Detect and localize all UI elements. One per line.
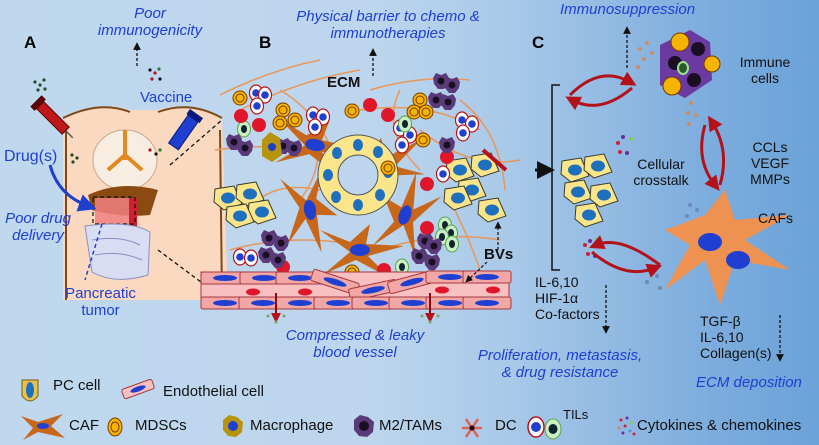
ecm-deposition-outcome: ECM deposition [696,374,802,391]
immune-cell-cluster [660,30,721,98]
factor-item: CCLs [752,139,788,155]
drug-label: Drug(s) [4,148,58,165]
immune-cytokines [636,41,698,126]
factor-item: MMPs [750,171,790,188]
vaccine-label: Vaccine [140,89,193,106]
drug-syringe-icon [30,95,74,139]
legend-label-dc: DC [495,417,517,434]
immune-label-line: Immune [739,54,791,70]
blood-vessel [200,268,512,324]
panel-b-tumor-microenvironment [200,48,521,324]
tumor-factors-list: IL-6,10 HIF-1α Co-factors [535,274,600,322]
crosstalk-label-line: Cellular [637,156,685,172]
compressed-vessel-outcome: Compressed & leaky blood vessel [275,327,435,362]
mdsc-icon [107,417,123,437]
panel-a-label: A [24,33,37,52]
m2-tam-icon [354,415,374,437]
tumor-label-line: tumor [81,302,120,320]
pc-cell-icon [21,379,39,402]
caf-cluster [665,190,790,305]
outcome-line: & drug resistance [501,364,619,382]
legend-label-cytokines: Cytokines & chemokines [637,417,802,434]
factor-item: HIF-1α [535,290,579,307]
panel-c-label: C [532,33,545,52]
legend-label-macrophage: Macrophage [250,417,334,434]
legend-label-pc-cell: PC cell [53,377,101,394]
til-icon [527,416,562,440]
outcome-line: delivery [12,227,64,245]
factor-item: IL-6,10 [700,329,744,346]
factor-item: TGF-β [700,313,741,329]
tumor-label-line: Pancreatic [65,285,136,302]
factor-item: Co-factors [535,306,600,323]
drug-particles-icon [33,78,79,164]
ecm-label: ECM [327,74,361,91]
factor-item: IL-6,10 [535,274,579,290]
endothelial-cell-icon [121,378,155,400]
legend-label-m2-tams: M2/TAMs [379,417,443,434]
vaccine-particles-icon [148,67,162,156]
outcome-line: Physical barrier to chemo & [296,8,480,25]
caf-factors-list: TGF-β IL-6,10 Collagen(s) [700,313,772,361]
poor-immunogenicity-outcome: Poor immunogenicity [95,5,205,40]
panel-c-crosstalk [535,26,790,362]
legend-label-mdscs: MDSCs [135,417,187,434]
factor-item: Collagen(s) [700,345,772,362]
immune-label-line: cells [750,70,779,87]
poor-drug-delivery-outcome: Poor drug delivery [0,210,76,245]
cafs-label: CAFs [758,210,793,226]
proliferation-outcome: Proliferation, metastasis, & drug resist… [470,347,650,382]
physical-barrier-outcome: Physical barrier to chemo & immunotherap… [283,8,493,43]
caf-icon [21,414,65,440]
legend-icons [21,378,636,440]
vaccine-syringe-icon [167,109,204,151]
macrophage-icon [223,415,243,437]
outcome-line: Compressed & leaky [285,327,425,344]
legend-label-tils: TILs [563,407,589,422]
crosstalk-arrows [565,71,726,278]
outcome-line: Poor drug [5,210,71,227]
immune-cells-label: Immune cells [737,54,793,86]
cytokine-icon [617,416,636,436]
legend-label-caf: CAF [69,417,99,434]
cellular-crosstalk-label: Cellular crosstalk [627,156,695,188]
outcome-line: Proliferation, metastasis, [477,347,643,364]
outcome-line: immunotherapies [330,25,446,43]
crosstalk-label-line: crosstalk [633,172,689,189]
outcome-line: Poor [134,5,166,22]
panel-b-label: B [259,33,272,52]
pancreatic-tumor-label: Pancreatic tumor [48,285,153,320]
panel-a-body-illustration [30,42,228,301]
dc-icon [462,418,482,438]
legend-label-endothelial-cell: Endothelial cell [163,383,264,400]
outcome-line: blood vessel [313,344,397,362]
immunosuppression-outcome: Immunosuppression [560,1,696,18]
immune-factors-list: CCLs VEGF MMPs [745,139,795,187]
bvs-label: BVs [484,246,514,263]
factor-item: VEGF [750,155,790,172]
outcome-line: immunogenicity [97,22,203,40]
macrophage-cell [262,132,282,162]
